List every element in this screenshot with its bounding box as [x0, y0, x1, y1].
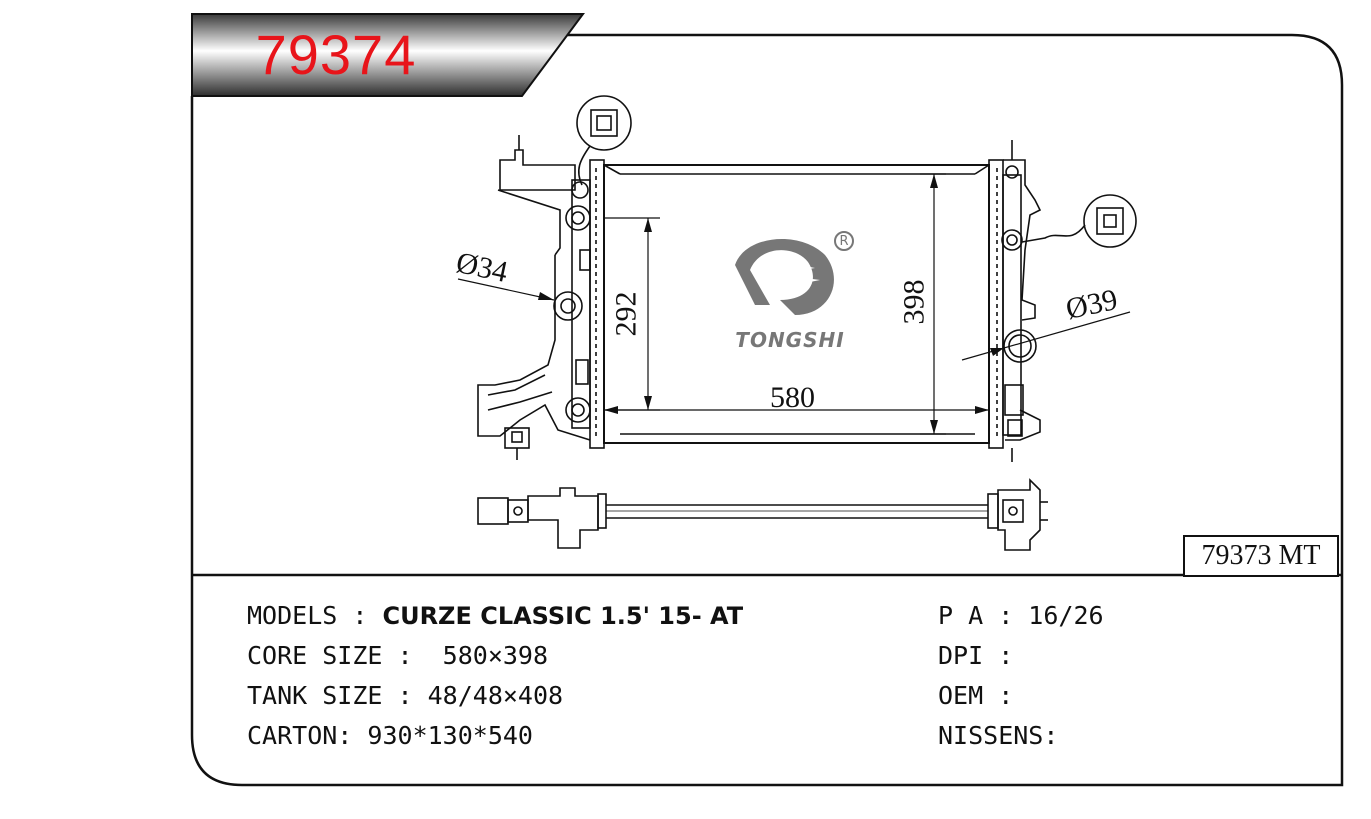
related-ref-box	[1183, 535, 1339, 577]
spec-dpi: DPI :	[938, 641, 1014, 670]
right-tank	[988, 140, 1042, 462]
part-number-tab	[191, 13, 585, 97]
related-ref: 79373 MT	[1201, 540, 1321, 571]
models-label: MODELS :	[247, 601, 383, 630]
brand-logo	[735, 238, 834, 315]
core-width-label: 580	[770, 381, 815, 414]
top-view	[477, 478, 1048, 551]
spec-nissens: NISSENS:	[938, 721, 1059, 750]
core-height-right-label: 398	[897, 279, 931, 325]
models-value: CURZE CLASSIC 1.5' 15- AT	[382, 602, 744, 630]
spec-oem: OEM :	[938, 681, 1014, 710]
spec-tank-size: TANK SIZE : 48/48×408	[247, 681, 564, 710]
sensor-callout-left	[576, 95, 632, 186]
sensor-callout-right	[1021, 194, 1137, 248]
spec-carton: CARTON: 930*130*540	[247, 721, 533, 750]
spec-models: MODELS : CURZE CLASSIC 1.5' 15- AT	[247, 601, 743, 630]
frame-border	[190, 33, 1344, 787]
core-height-left-label: 292	[609, 291, 643, 337]
dimension-lines	[457, 173, 1131, 435]
part-number: 79374	[255, 22, 417, 86]
spec-pa: P A : 16/26	[938, 601, 1104, 630]
left-tank	[477, 135, 605, 460]
brand-wordmark: TONGSHI	[735, 328, 845, 352]
spec-core-size: CORE SIZE : 580×398	[247, 641, 549, 670]
dimension-arrows	[538, 174, 1004, 434]
registered-mark: R	[834, 231, 854, 251]
